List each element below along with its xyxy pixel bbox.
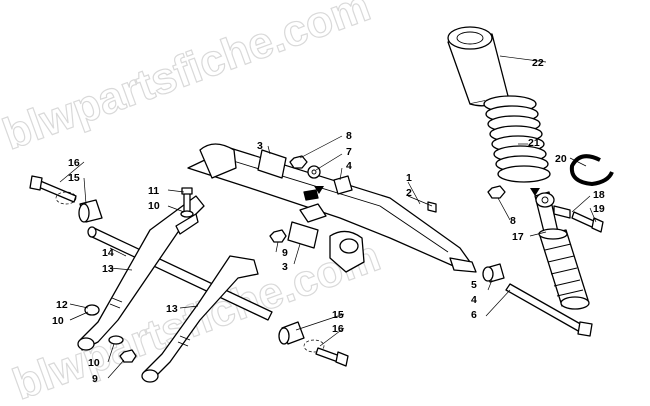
callout-9-lower: 9 <box>92 373 98 385</box>
callout-20: 20 <box>555 153 567 165</box>
wear-pads <box>257 149 319 249</box>
spring-retainer-clip <box>569 154 614 186</box>
callout-8-upper: 8 <box>346 130 352 142</box>
callout-10-upper: 10 <box>148 200 160 212</box>
shock-bolt <box>505 283 593 337</box>
callout-11: 11 <box>148 185 159 197</box>
callout-17: 17 <box>512 231 524 243</box>
callout-14: 14 <box>102 247 114 259</box>
callout-5: 5 <box>471 279 477 291</box>
callout-21: 21 <box>528 137 540 149</box>
left-bolt-and-bushing <box>29 175 103 223</box>
callout-9-upper: 9 <box>282 247 288 259</box>
right-bolt-and-bushing <box>278 321 349 367</box>
callout-1: 1 <box>406 172 412 184</box>
callout-12: 12 <box>56 299 68 311</box>
bushing-and-bolt-upper <box>553 205 604 233</box>
callout-4-lower: 4 <box>471 294 477 306</box>
front-arm-link-upper <box>77 195 205 351</box>
callout-13-lower: 13 <box>166 303 178 315</box>
callout-10-lower: 10 <box>88 357 100 369</box>
pivot-bushing-lower <box>482 263 505 283</box>
callout-15-right: 15 <box>332 309 344 321</box>
callout-18: 18 <box>593 189 605 201</box>
callout-16-right: 16 <box>332 323 344 335</box>
nut-upper <box>269 229 287 243</box>
callout-3-upper: 3 <box>257 140 263 152</box>
shock-absorber <box>534 191 590 310</box>
watermark-text-upper: blwpartsfiche.com <box>0 0 376 159</box>
callout-10-lower-left: 10 <box>52 315 64 327</box>
callout-19: 19 <box>593 203 605 215</box>
front-arm-link-lower <box>141 255 259 383</box>
bolt-upper-link <box>180 187 194 218</box>
coil-spring <box>483 95 551 184</box>
callout-7: 7 <box>346 146 352 158</box>
callout-6: 6 <box>471 309 477 321</box>
pivot-hardware <box>289 155 353 201</box>
rear-arm <box>187 143 477 273</box>
callout-4-upper: 4 <box>346 160 352 172</box>
callout-16-left: 16 <box>68 157 80 169</box>
callout-3-lower: 3 <box>282 261 288 273</box>
callout-13-upper: 13 <box>102 263 114 275</box>
callout-2: 2 <box>406 187 412 199</box>
callout-15-left: 15 <box>68 172 80 184</box>
lower-left-hardware <box>84 304 137 363</box>
callout-labels: 22 21 20 18 19 17 8 5 4 6 1 2 8 7 4 3 9 … <box>52 57 605 385</box>
direction-arrows <box>314 186 540 196</box>
callout-8-right: 8 <box>510 215 516 227</box>
nut-right <box>487 185 506 199</box>
leader-lines <box>59 55 597 379</box>
bump-stop-boot <box>447 26 509 107</box>
callout-22: 22 <box>532 57 544 69</box>
